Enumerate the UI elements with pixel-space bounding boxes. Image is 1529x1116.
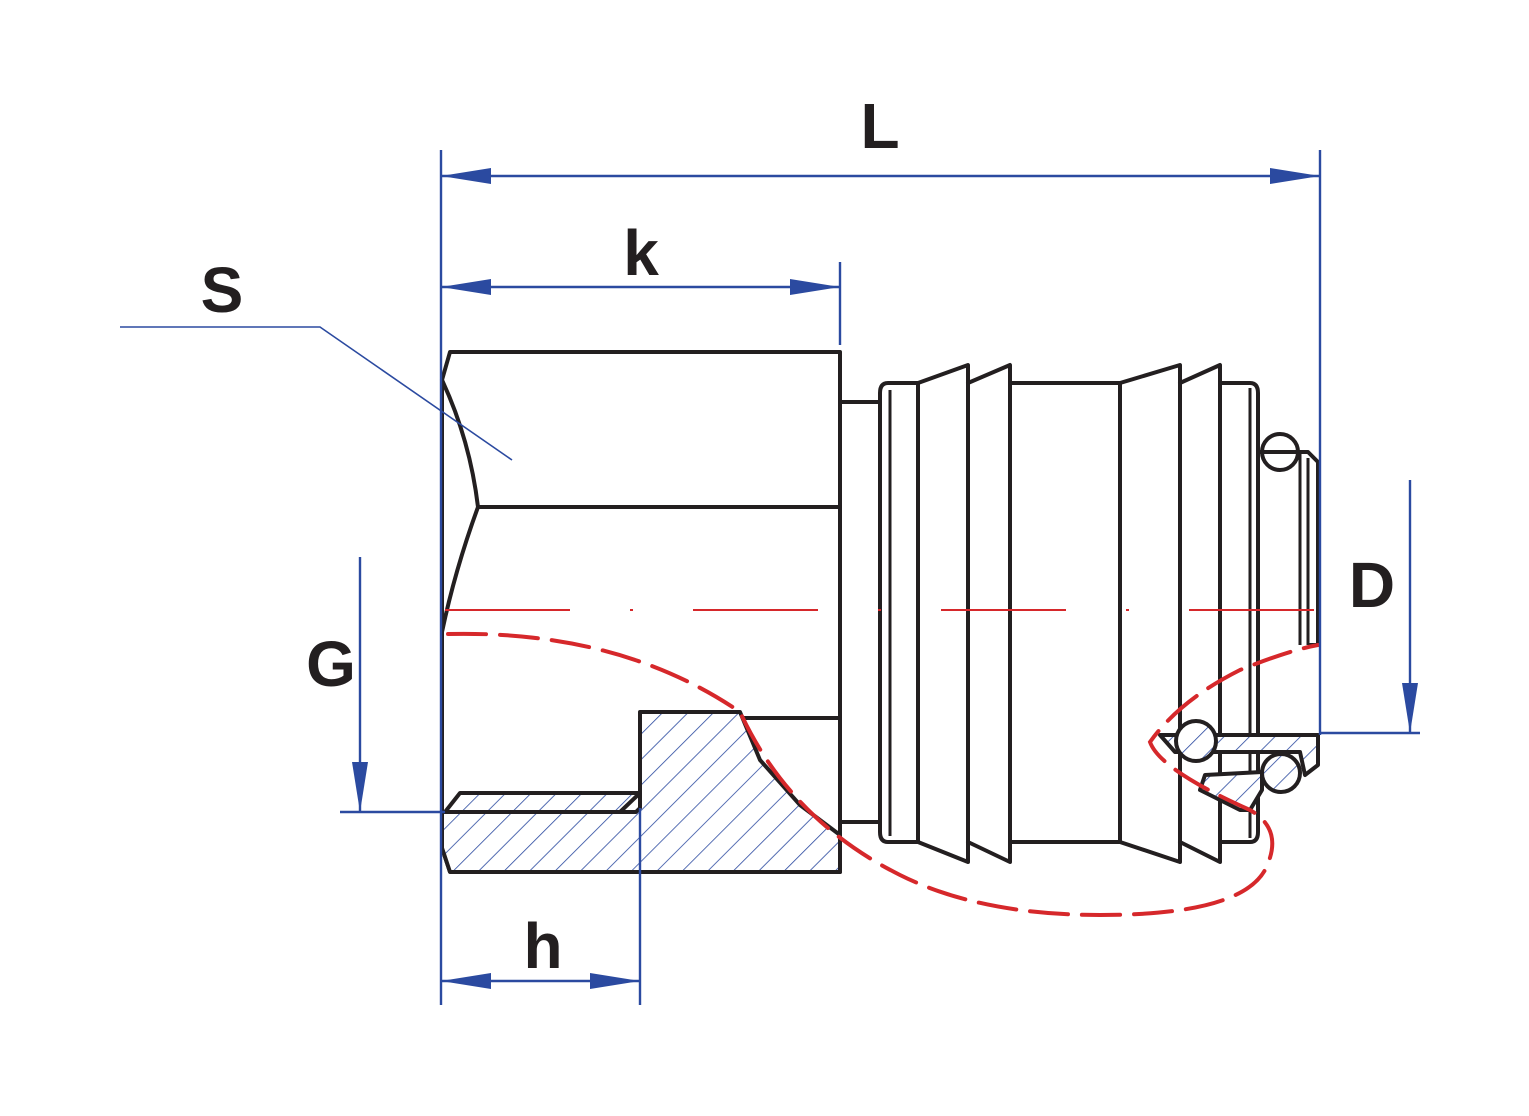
dimension-D: D [1320, 480, 1420, 735]
leader-S: S [120, 254, 513, 461]
label-S: S [201, 254, 244, 326]
dimension-h: h [441, 808, 642, 1005]
dimension-L: L [439, 90, 1322, 1005]
label-h: h [523, 910, 562, 982]
label-G: G [306, 628, 356, 700]
dimension-G: G [306, 557, 445, 814]
neck [838, 400, 882, 824]
dimension-k: k [441, 217, 842, 345]
break-line [446, 631, 1320, 918]
label-L: L [860, 90, 899, 162]
label-D: D [1349, 549, 1395, 621]
coupling-section-detail [1158, 719, 1320, 812]
label-k: k [623, 217, 659, 289]
